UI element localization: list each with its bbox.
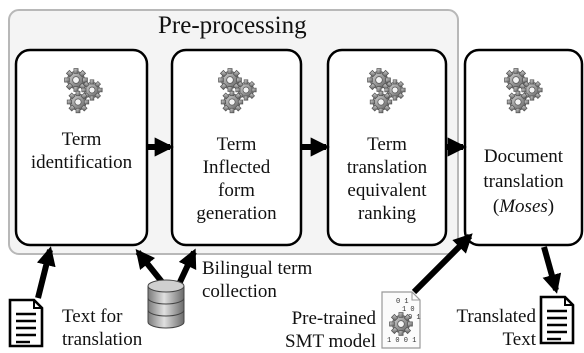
arrow-model-to-translation bbox=[411, 233, 473, 295]
label-line: Bilingual term bbox=[202, 258, 313, 279]
document-translation-label: Document translation (Moses) bbox=[465, 144, 582, 219]
label-line: generation bbox=[196, 203, 277, 224]
smt-model-icon: 0 1 1 0 0 1 1 0 0 1 bbox=[381, 291, 421, 349]
label-line: translation bbox=[483, 171, 564, 192]
arrow-collection-to-inflection bbox=[177, 248, 197, 284]
binary-row: 0 1 bbox=[408, 314, 421, 322]
label-line: Text for bbox=[62, 306, 123, 327]
label-line: Inflected bbox=[202, 157, 271, 178]
label-line: translation bbox=[346, 157, 428, 178]
label-line: equivalent bbox=[347, 180, 427, 201]
arrow-text-to-identification bbox=[35, 246, 56, 299]
binary-row: 0 1 bbox=[396, 298, 409, 306]
document-icon bbox=[8, 298, 44, 348]
translated-text-label: Translated Text bbox=[438, 305, 536, 351]
document-icon bbox=[539, 295, 575, 345]
arrow-translation-to-output bbox=[541, 246, 562, 294]
label-line: Document bbox=[483, 146, 564, 167]
label-line: Term bbox=[216, 134, 257, 155]
label-line: identification bbox=[30, 152, 133, 173]
bilingual-term-collection-label: Bilingual term collection bbox=[202, 257, 312, 303]
label-line: (Moses) bbox=[492, 196, 555, 217]
preprocessing-title: Pre-processing bbox=[158, 12, 307, 39]
label-line: Term bbox=[367, 134, 407, 155]
label-line: translation bbox=[62, 329, 143, 350]
smt-model-label: Pre-trained SMT model bbox=[266, 307, 376, 353]
database-icon bbox=[147, 279, 185, 329]
label-line: collection bbox=[202, 281, 277, 302]
label-line: Pre-trained bbox=[291, 308, 376, 329]
equivalent-ranking-label: Term translation equivalent ranking bbox=[328, 133, 446, 225]
arrow-collection-to-identification bbox=[135, 249, 165, 284]
term-identification-label: Term identification bbox=[16, 128, 147, 174]
label-line: form bbox=[218, 180, 255, 201]
text-for-translation-label: Text for translation bbox=[62, 305, 142, 351]
label-line: ranking bbox=[357, 203, 417, 224]
term-identification-box bbox=[14, 48, 149, 247]
label-line: SMT model bbox=[285, 331, 376, 352]
label-line: Translated bbox=[456, 306, 536, 327]
binary-row: 1 0 0 1 bbox=[387, 337, 416, 345]
inflected-form-label: Term Inflected form generation bbox=[172, 133, 301, 225]
binary-row: 1 0 bbox=[402, 306, 415, 314]
moses-label: Moses bbox=[499, 196, 548, 217]
label-line: Term bbox=[61, 129, 102, 150]
label-line: Text bbox=[502, 329, 537, 350]
